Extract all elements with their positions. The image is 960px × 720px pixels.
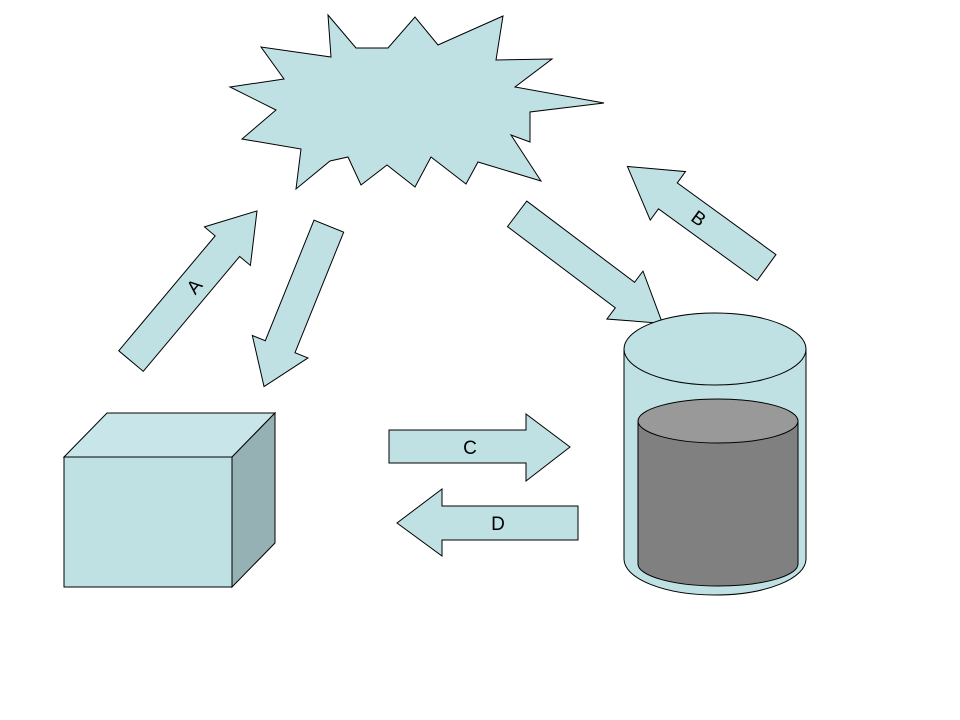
arrow-c-label: C (463, 438, 477, 459)
cylinder-container (624, 313, 806, 595)
arrow-d-shape (397, 489, 578, 556)
arrow-to-box (236, 215, 356, 398)
cylinder-contents-top (638, 399, 798, 443)
cube-front-face (64, 457, 232, 587)
arrow-to-box-shape (236, 215, 356, 398)
cylinder-contents-body (638, 421, 798, 586)
starburst-shape (230, 15, 604, 189)
arrow-c-shape (389, 414, 570, 481)
cube (64, 413, 275, 587)
cylinder-top (624, 313, 806, 385)
arrow-d-label: D (491, 514, 505, 535)
arrow-a: A (108, 192, 280, 381)
